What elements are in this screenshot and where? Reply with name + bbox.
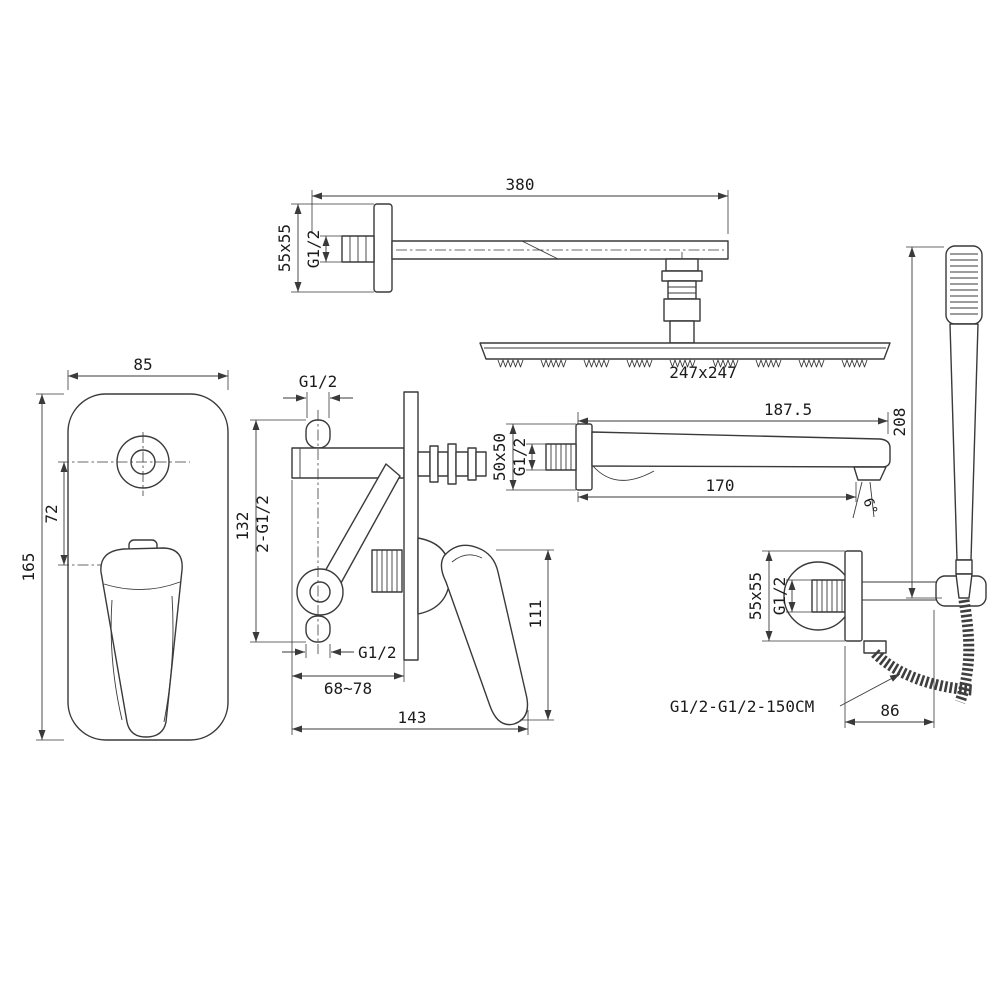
spout-connection-rings bbox=[417, 443, 487, 485]
dim-install-depth: 68~78 bbox=[324, 679, 372, 698]
lever-handle-side bbox=[417, 537, 529, 726]
dim-arm-flange: 55x55 bbox=[275, 224, 294, 272]
outlet-thread-stub bbox=[811, 579, 846, 613]
handset-head bbox=[945, 245, 983, 325]
label-hose-spec: G1/2-G1/2-150CM bbox=[670, 697, 815, 716]
shower-hoses: G1/2-G1/2-150CM bbox=[670, 599, 975, 716]
hose-nut bbox=[863, 640, 887, 654]
outlet-flange bbox=[844, 550, 863, 642]
dim-outlet-span: 86 bbox=[880, 701, 899, 720]
arm-wall-flange bbox=[373, 203, 393, 293]
dim-spout-reach: 170 bbox=[706, 476, 735, 495]
spout-aerator bbox=[853, 466, 887, 481]
lever-handle-front bbox=[100, 539, 183, 738]
dim-plate-width: 85 bbox=[133, 355, 152, 374]
shower-head-plate bbox=[479, 342, 891, 360]
arm-elbow-connector bbox=[661, 258, 703, 344]
dim-arm-length: 380 bbox=[506, 175, 535, 194]
label-ports: 2-G1/2 bbox=[253, 495, 272, 553]
dim-valve-top-thread: G1/2 bbox=[299, 372, 338, 391]
trim-plate-front: 85 165 72 bbox=[19, 355, 229, 741]
dim-port-span: 132 bbox=[233, 512, 252, 541]
dim-stream-angle: 6° bbox=[859, 496, 880, 517]
spout-side: 187.5 50x50 G1/2 6° 170 bbox=[490, 400, 891, 519]
shower-arm-assembly: 380 55x55 G1/2 bbox=[275, 175, 729, 344]
spindle-knurl bbox=[371, 549, 403, 593]
shower-head: 247x247 bbox=[479, 342, 891, 382]
mixer-valve-side: G1/2 132 2-G1/2 bbox=[233, 372, 554, 735]
dim-head-size: 247x247 bbox=[669, 363, 736, 382]
dim-arm-thread: G1/2 bbox=[304, 230, 323, 269]
dim-plate-height: 165 bbox=[19, 553, 38, 582]
water-stream-lines bbox=[852, 481, 875, 519]
dim-outlet-flange: 55x55 bbox=[746, 572, 765, 620]
dim-spout-thread: G1/2 bbox=[510, 438, 529, 477]
hand-shower: 208 bbox=[890, 245, 983, 599]
dim-spout-flange: 50x50 bbox=[490, 433, 509, 481]
dim-handle-length: 111 bbox=[526, 600, 545, 629]
spout-flange bbox=[575, 423, 593, 491]
dim-valve-bottom-thread: G1/2 bbox=[358, 643, 397, 662]
dim-handle-offset: 72 bbox=[42, 504, 61, 523]
lever-escutcheon bbox=[296, 568, 344, 616]
handset-hose bbox=[954, 599, 975, 704]
wall-plate bbox=[403, 391, 419, 661]
dim-outlet-thread: G1/2 bbox=[770, 577, 789, 616]
dim-spout-overall: 187.5 bbox=[764, 400, 812, 419]
dim-hand-shower-height: 208 bbox=[890, 408, 909, 437]
dim-valve-width: 143 bbox=[398, 708, 427, 727]
